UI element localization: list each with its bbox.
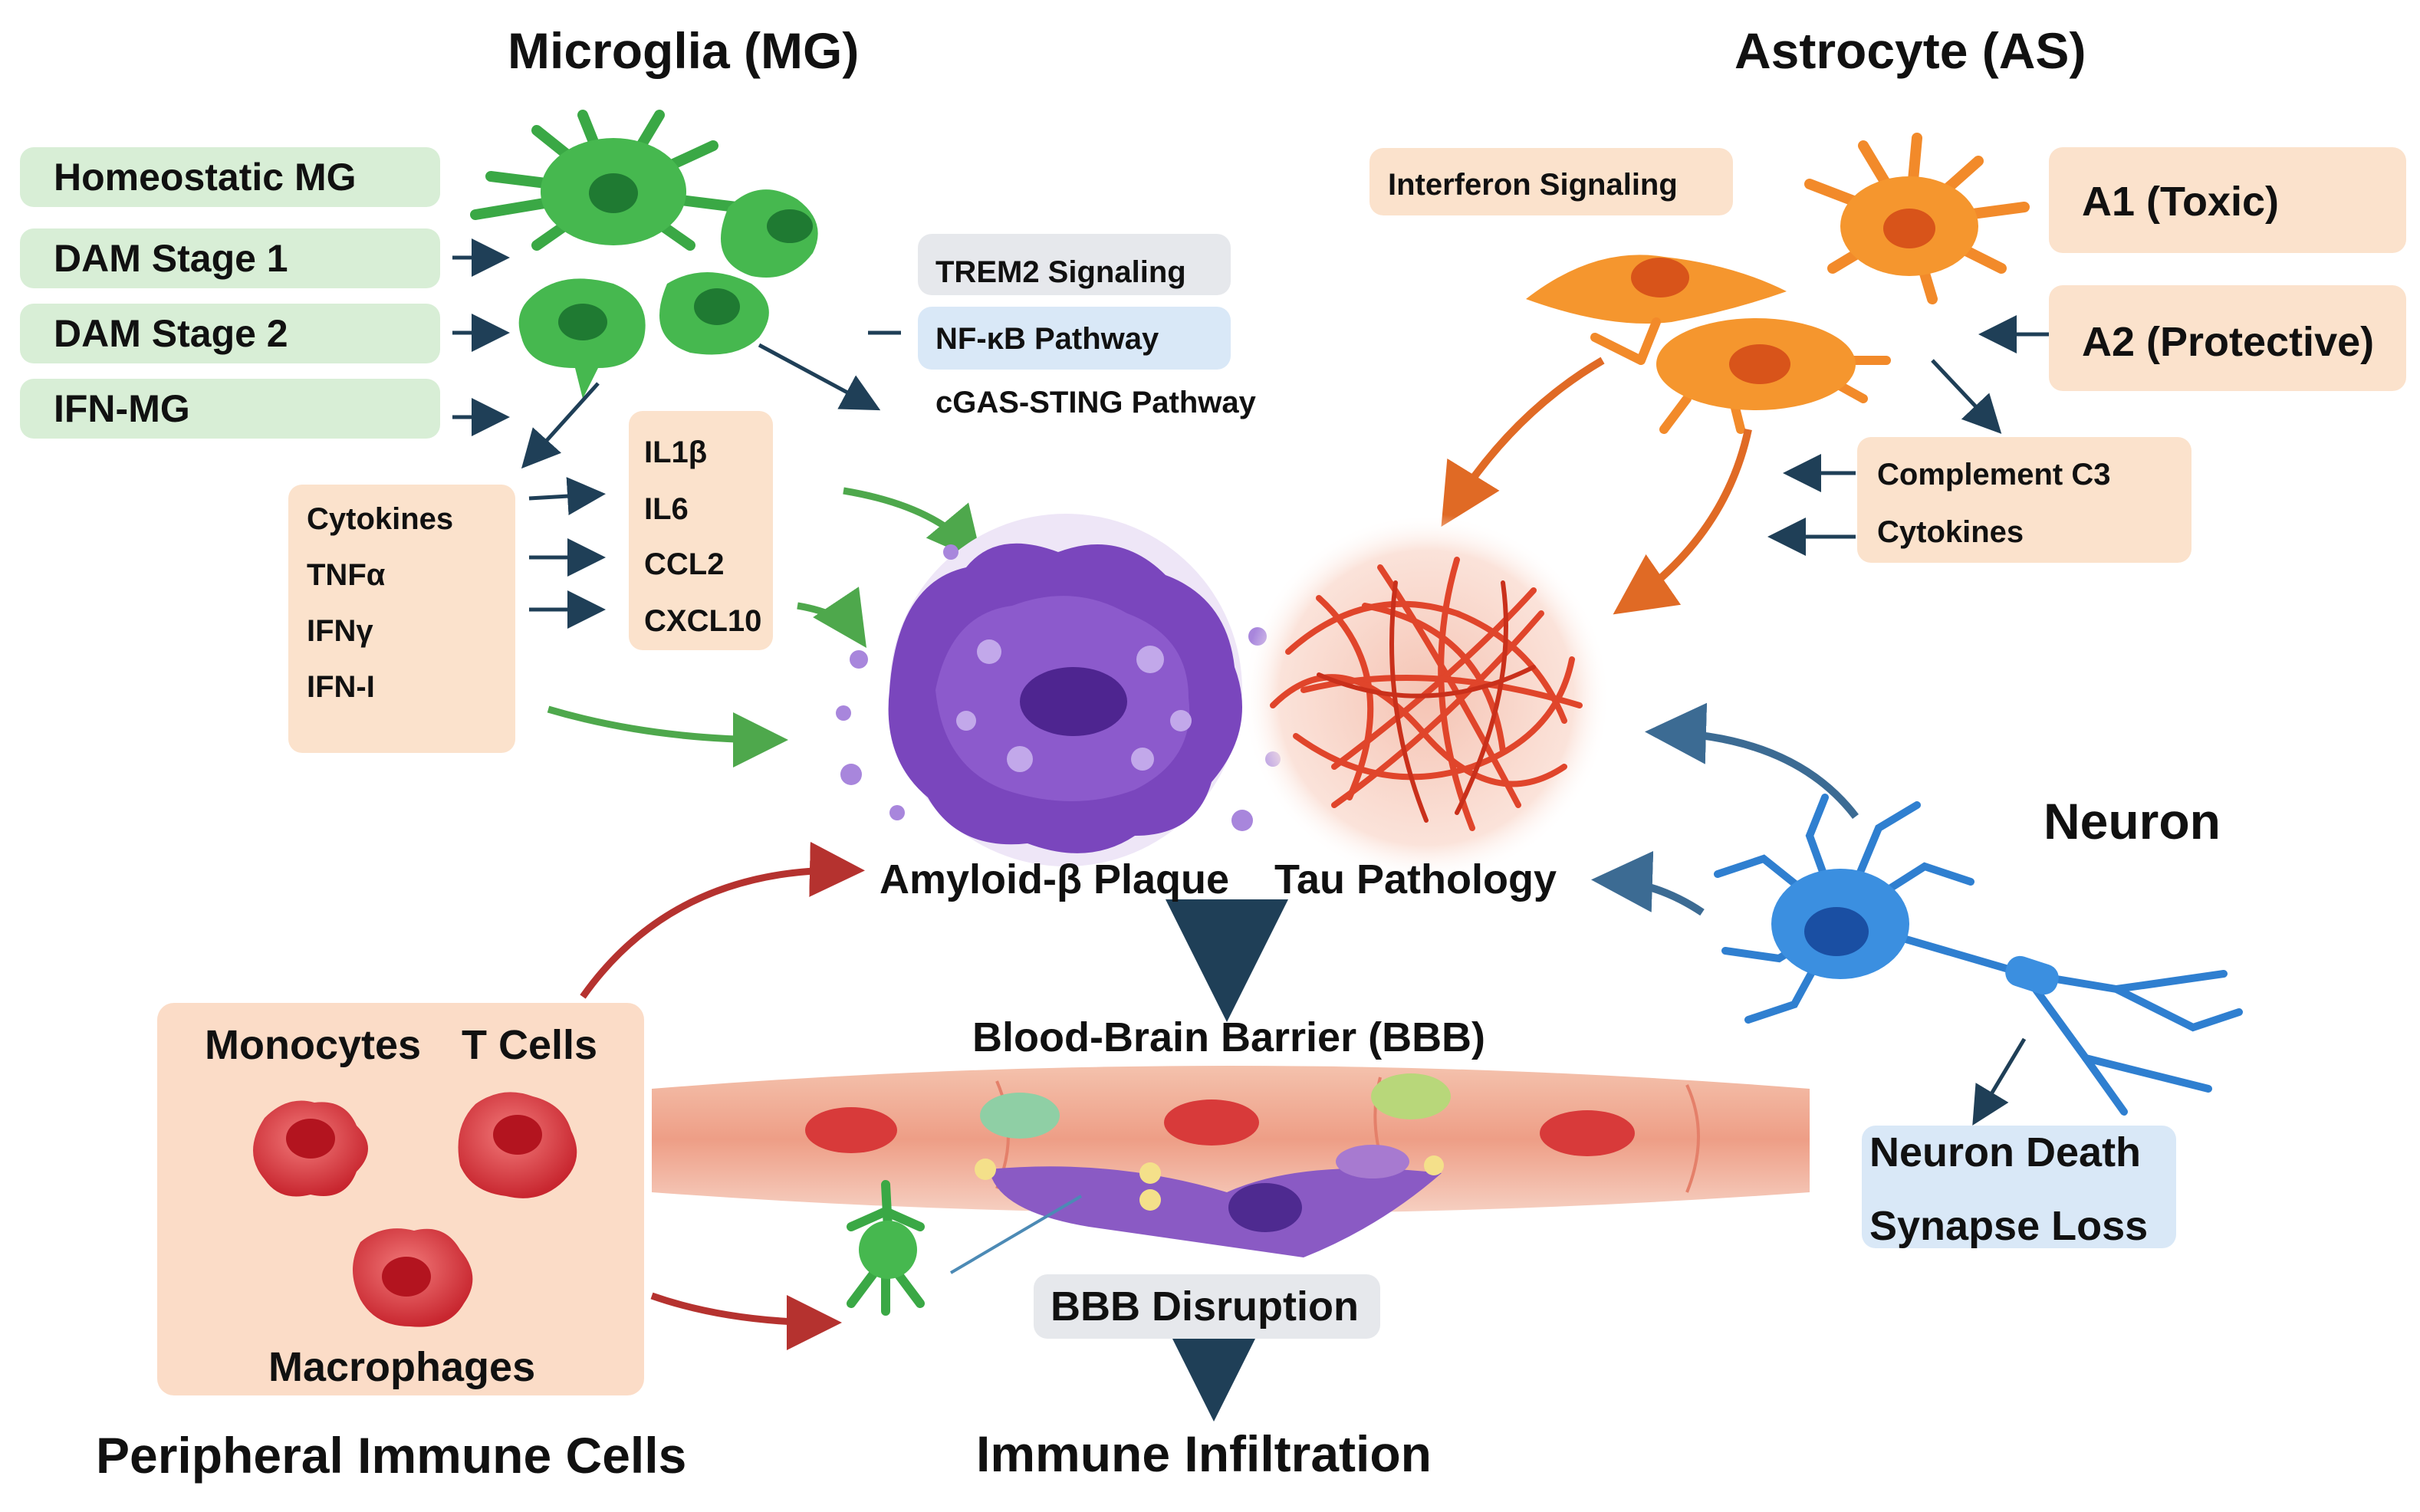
cytokine-ifn-i: IFN-I	[307, 670, 375, 704]
cgas-arrow	[758, 343, 881, 411]
tau-label: Tau Pathology	[1274, 856, 1557, 902]
monocytes-label: Monocytes	[205, 1022, 422, 1068]
infiltration-title: Immune Infiltration	[976, 1425, 1432, 1482]
microglia-dam1-icon	[518, 278, 646, 399]
state-ifn-mg: IFN-MG	[20, 379, 440, 439]
bbb-disruption: BBB Disruption	[1034, 1274, 1380, 1339]
monocyte-icon	[253, 1100, 368, 1197]
neuron-title: Neuron	[2044, 793, 2221, 850]
nfkb-box	[918, 307, 1231, 370]
a1-toxic: A1 (Toxic)	[2082, 179, 2280, 225]
cytokine-ccl2: CCL2	[644, 547, 725, 581]
a1-box	[2049, 147, 2406, 253]
astrocyte-cells-icon	[1526, 133, 2030, 434]
cytokines-right-box	[629, 411, 773, 650]
cytokine-tnfa: TNFα	[307, 558, 386, 592]
microglia-state-arrows	[452, 238, 510, 436]
astrocyte-title: Astrocyte (AS)	[1734, 22, 2086, 79]
synapse-loss: Synapse Loss	[1869, 1203, 2149, 1249]
cytokine-cxcl10: CXCL10	[644, 604, 762, 638]
neuron-death-arrow	[1972, 1037, 2027, 1126]
trem2-box	[918, 234, 1231, 295]
microglia-ramified-icon	[470, 110, 741, 251]
neuron-effects-box	[1862, 1126, 2176, 1248]
a2-protective: A2 (Protective)	[2082, 319, 2375, 365]
astro-to-complement-arrow	[1931, 359, 2002, 434]
microglia-bbb-icon	[847, 1180, 925, 1316]
microglia-title: Microglia (MG)	[508, 22, 860, 79]
cytokine-arrows	[528, 477, 606, 629]
macrophages-label: Macrophages	[268, 1344, 536, 1390]
astrocyte-a1-icon	[1804, 133, 2030, 304]
neuron-icon	[1714, 794, 2243, 1116]
interferon-box	[1369, 148, 1733, 215]
cytokines-left-box	[288, 485, 515, 753]
astro-cytokines: Cytokines	[1877, 515, 2024, 549]
pathway-trem2: TREM2 Signaling	[935, 255, 1186, 289]
complement-c3: Complement C3	[1877, 458, 2111, 491]
cytokine-label: Cytokines	[307, 502, 454, 536]
state-dam-stage-1: DAM Stage 1	[20, 228, 440, 288]
peripheral-title: Peripheral Immune Cells	[96, 1427, 687, 1484]
cytokine-il1b: IL1β	[644, 436, 708, 469]
microglia-to-cytokines-arrow	[521, 382, 600, 469]
state-dam-stage-2: DAM Stage 2	[20, 304, 440, 363]
astro-outputs-box	[1857, 437, 2191, 563]
pathway-nfkb: NF-κB Pathway	[935, 322, 1159, 356]
tcell-icon	[458, 1092, 577, 1198]
macrophage-icon	[353, 1228, 473, 1327]
green-arrows	[547, 487, 983, 768]
cytokine-ifng: IFNγ	[307, 614, 373, 648]
pathway-cgas-sting: cGAS-STING Pathway	[935, 386, 1256, 419]
bbb-label: Blood-Brain Barrier (BBB)	[972, 1014, 1486, 1060]
neuron-arrows	[1591, 702, 1859, 916]
state-homeostatic-mg: Homeostatic MG	[20, 147, 440, 207]
astrocyte-a2-icon	[1590, 317, 1891, 434]
orange-arrows	[1441, 357, 1752, 615]
interferon-signaling: Interferon Signaling	[1388, 168, 1678, 202]
microglia-cells-icon	[470, 110, 818, 399]
tau-pathology-icon	[1242, 514, 1610, 882]
amyloid-plaque-icon	[836, 514, 1281, 866]
neuron-death: Neuron Death	[1869, 1129, 2142, 1175]
amyloid-label: Amyloid-β Plaque	[880, 856, 1230, 902]
immune-cells-icon	[253, 1092, 577, 1327]
bbb-vessel-icon	[652, 1066, 1810, 1316]
tcells-label: T Cells	[462, 1022, 598, 1068]
cytokine-il6: IL6	[644, 492, 689, 526]
peripheral-arrows	[580, 841, 865, 1350]
astrocyte-spindle-icon	[1526, 255, 1787, 324]
microglia-dam2-icon	[659, 272, 769, 355]
a2-box	[2049, 285, 2406, 391]
microglia-amoeboid-icon	[721, 189, 818, 278]
